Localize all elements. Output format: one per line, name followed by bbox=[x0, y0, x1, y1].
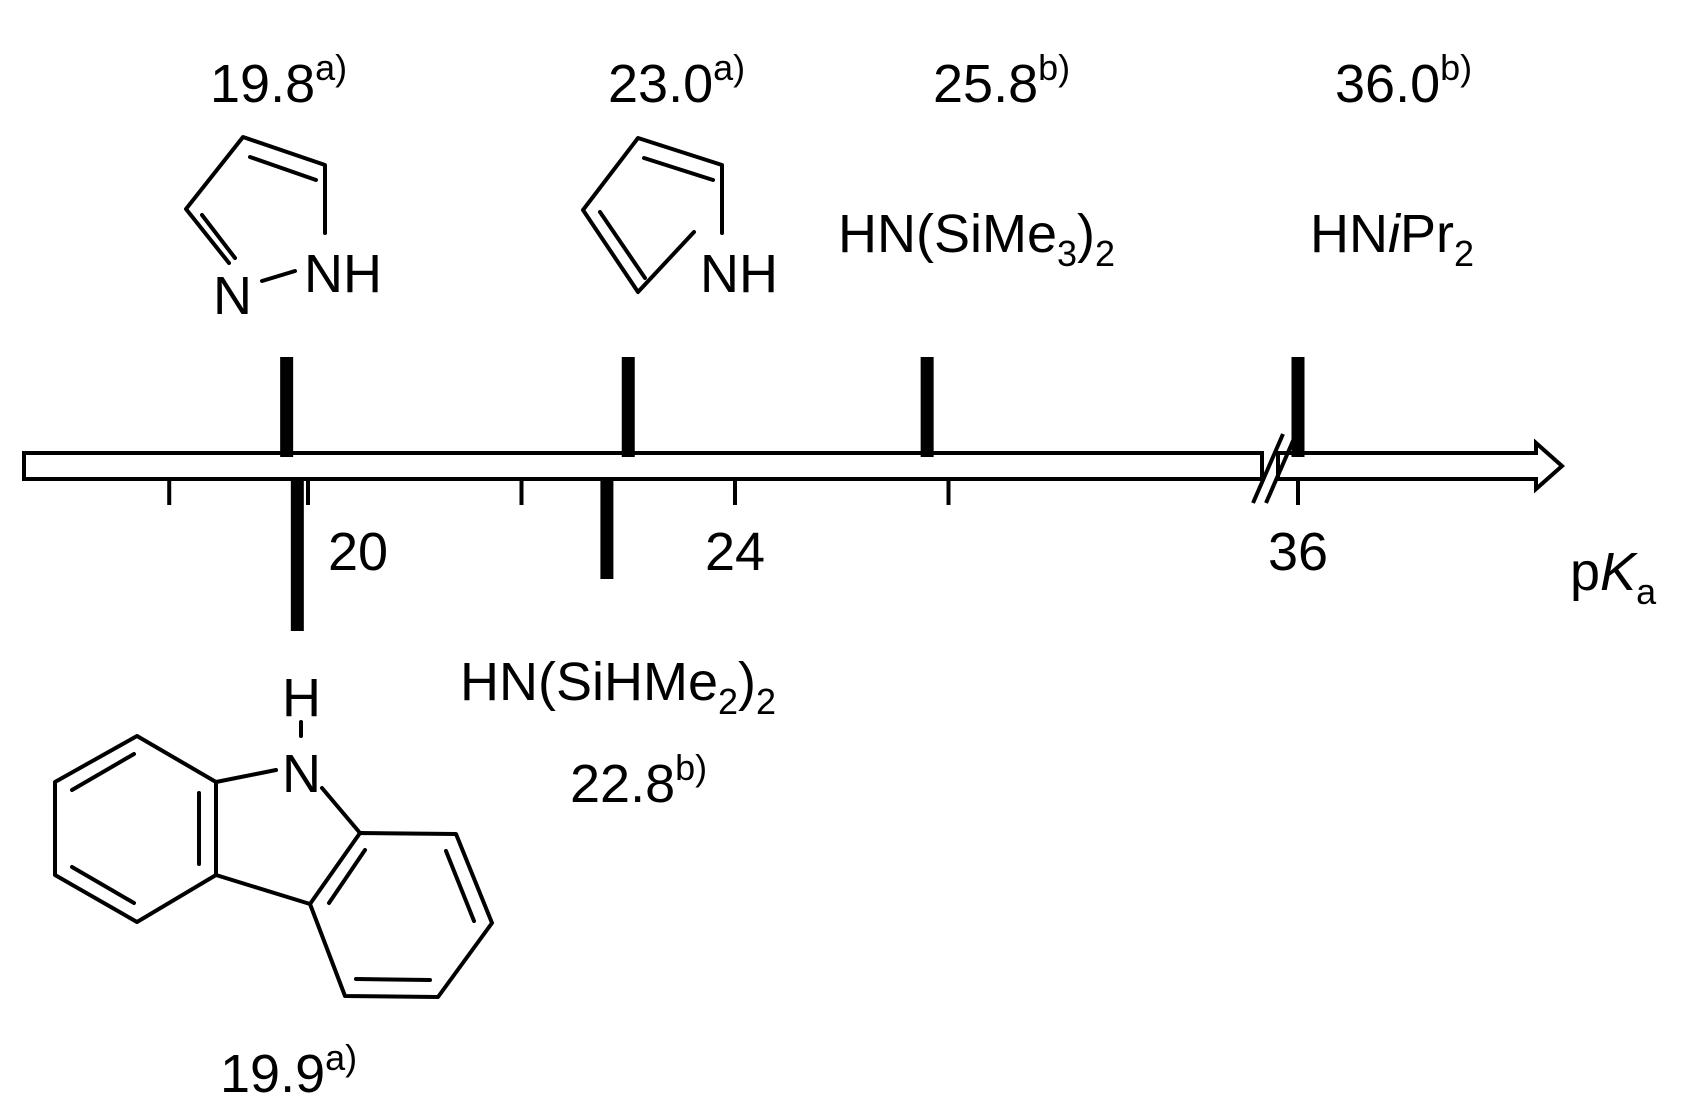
tmds-pka-label: 22.8b) bbox=[570, 747, 707, 814]
carbazole-marker bbox=[290, 477, 304, 631]
pyrazole-n-label: N bbox=[213, 266, 252, 326]
pyrazole-structure: N NH bbox=[184, 135, 382, 326]
compound-markers bbox=[280, 357, 1305, 631]
axis-ticks: 20 24 36 bbox=[167, 479, 1328, 582]
pyrazole-double-bond-2 bbox=[248, 155, 318, 182]
pyrazole-double-bond-1 bbox=[200, 213, 237, 260]
axis-arrow-right-part bbox=[1276, 438, 1566, 494]
pyrrole-ring-bonds bbox=[581, 136, 724, 294]
pka-axis bbox=[22, 433, 1566, 504]
carbazole-h-label: H bbox=[282, 668, 321, 728]
diisopropylamine-formula: HNiPr2 bbox=[1310, 204, 1474, 274]
carbazole-n-bond-left bbox=[214, 768, 278, 784]
pyrrole-double-bond-2 bbox=[642, 156, 715, 182]
pyrazole-nh-label: NH bbox=[304, 244, 382, 304]
compound-labels: 19.8a) 23.0a) 25.8b) 36.0b) HN(SiMe3)2 H… bbox=[210, 47, 1657, 1104]
carbazole-left-double-1 bbox=[70, 752, 136, 792]
pyrrole-double-bond-1 bbox=[598, 210, 647, 280]
carbazole-left-ring bbox=[53, 734, 218, 924]
pyrrole-pka-label: 23.0a) bbox=[608, 47, 745, 114]
carbazole-n-bond-right bbox=[320, 786, 362, 835]
hmds-pka-label: 25.8b) bbox=[933, 47, 1070, 114]
carbazole-right-double-2 bbox=[354, 977, 432, 982]
pyrazole-n-n-bond bbox=[260, 269, 297, 283]
axis-break-slash-2 bbox=[1264, 433, 1298, 504]
axis-arrow-left-part bbox=[22, 451, 1264, 481]
tmds-marker bbox=[600, 477, 614, 579]
axis-tick-label-3: 24 bbox=[705, 522, 765, 582]
pyrazole-marker bbox=[280, 357, 294, 457]
pyrrole-structure: NH bbox=[581, 136, 778, 304]
axis-unit-label: pKa bbox=[1570, 542, 1657, 612]
carbazole-structure: H N bbox=[53, 668, 494, 999]
hmds-marker bbox=[920, 357, 934, 457]
diisopropylamine-pka-label: 36.0b) bbox=[1335, 47, 1472, 114]
pyrazole-pka-label: 19.8a) bbox=[210, 47, 347, 114]
pyrrole-nh-label: NH bbox=[700, 244, 778, 304]
axis-tick-label-5: 36 bbox=[1268, 522, 1328, 582]
hmds-formula: HN(SiMe3)2 bbox=[838, 204, 1115, 274]
axis-tick-label-1: 20 bbox=[328, 522, 388, 582]
carbazole-n-label: N bbox=[282, 744, 321, 804]
axis-break-slash-1 bbox=[1251, 433, 1285, 504]
pyrazole-ring-bonds bbox=[184, 135, 327, 265]
carbazole-right-double-3 bbox=[327, 848, 367, 905]
carbazole-pka-label: 19.9a) bbox=[220, 1037, 357, 1104]
pyrrole-marker bbox=[621, 357, 635, 457]
carbazole-left-double-2 bbox=[70, 865, 136, 905]
carbazole-right-ring bbox=[308, 831, 494, 999]
diisopropylamine-marker bbox=[1291, 357, 1305, 457]
tmds-formula: HN(SiHMe2)2 bbox=[460, 652, 776, 722]
carbazole-c-c-bond bbox=[214, 873, 312, 906]
carbazole-right-double-1 bbox=[444, 849, 476, 923]
